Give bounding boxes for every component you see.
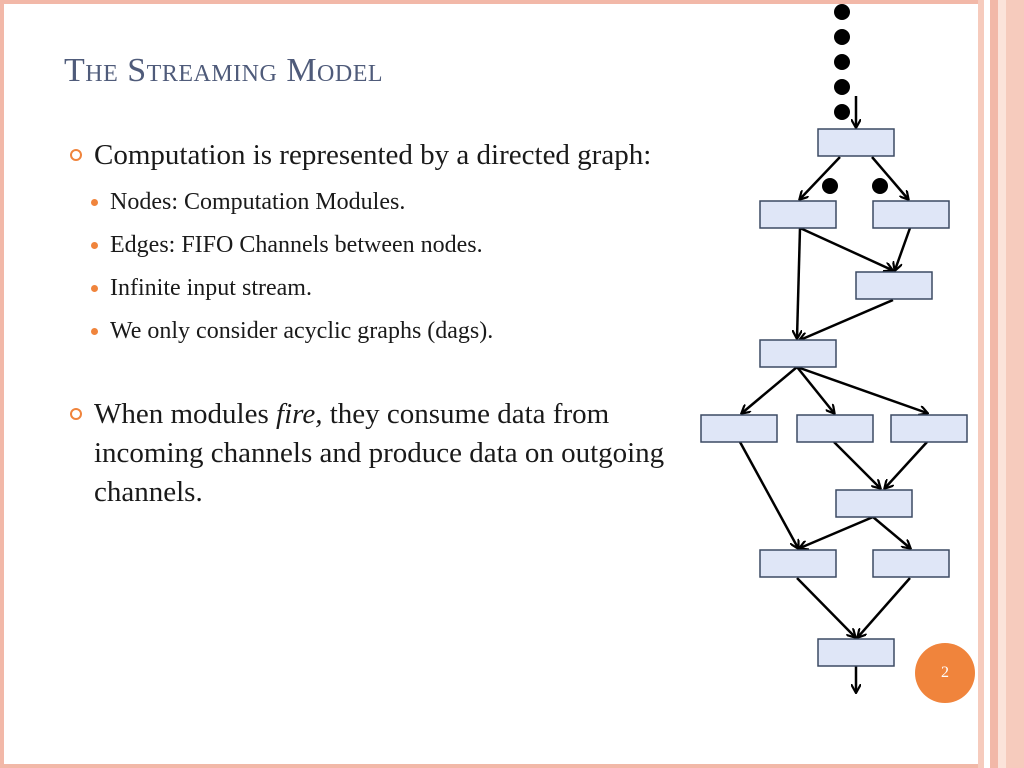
frame-top-border bbox=[0, 0, 1024, 4]
dot-bullet-icon bbox=[91, 285, 98, 292]
sub-bullet-list: Nodes: Computation Modules. Edges: FIFO … bbox=[70, 181, 690, 353]
sub-bullet-text: Infinite input stream. bbox=[110, 275, 312, 301]
edge bbox=[858, 577, 911, 637]
page-number-badge: 2 bbox=[915, 643, 975, 703]
graph-node bbox=[890, 414, 968, 443]
graph-nodes bbox=[700, 128, 968, 667]
bullet-text: Computation is represented by a directed… bbox=[94, 139, 652, 171]
frame-left-border bbox=[0, 0, 4, 768]
bullet-list: Computation is represented by a directed… bbox=[70, 136, 690, 512]
edge bbox=[895, 227, 912, 270]
edge bbox=[796, 366, 834, 413]
edge bbox=[800, 156, 841, 199]
right-stripe-2 bbox=[984, 0, 990, 768]
bullet-item: Computation is represented by a directed… bbox=[70, 136, 690, 175]
right-stripe-4 bbox=[998, 0, 1006, 768]
input-stream-dots bbox=[834, 4, 850, 120]
slide-title: The Streaming Model bbox=[64, 52, 384, 89]
graph-node bbox=[872, 200, 950, 229]
bullet-text-before: When modules bbox=[94, 398, 277, 430]
edge bbox=[800, 298, 894, 340]
graph-node bbox=[796, 414, 874, 443]
graph-node bbox=[759, 549, 837, 578]
graph-node bbox=[872, 549, 950, 578]
frame-bottom-border bbox=[0, 764, 1024, 768]
edge bbox=[742, 366, 798, 413]
right-stripe-1 bbox=[978, 0, 984, 768]
sub-bullet-item: Nodes: Computation Modules. bbox=[70, 181, 690, 224]
edge bbox=[885, 441, 928, 488]
sub-bullet-item: We only consider acyclic graphs (dags). bbox=[70, 310, 690, 353]
graph-node bbox=[835, 489, 913, 518]
dot-bullet-icon bbox=[91, 328, 98, 335]
graph-node bbox=[817, 128, 895, 157]
graph-node bbox=[855, 271, 933, 300]
dot-bullet-icon bbox=[91, 242, 98, 249]
graph-edges bbox=[738, 96, 928, 692]
graph-node bbox=[759, 200, 837, 229]
edge bbox=[799, 226, 892, 270]
edge bbox=[871, 156, 908, 199]
bullet-ring-icon bbox=[70, 149, 82, 161]
edge bbox=[738, 441, 798, 548]
edge-dots bbox=[822, 178, 888, 194]
right-stripe-3 bbox=[990, 0, 998, 768]
graph-node bbox=[817, 638, 895, 667]
edge bbox=[872, 516, 910, 548]
bullet-ring-icon bbox=[70, 408, 82, 420]
bullet-text-after: they consume data from incoming channels… bbox=[94, 398, 665, 508]
edge bbox=[800, 515, 874, 548]
edge bbox=[797, 227, 800, 338]
sub-bullet-item: Infinite input stream. bbox=[70, 267, 690, 310]
sub-bullet-text: Edges: FIFO Channels between nodes. bbox=[110, 232, 483, 258]
sub-bullet-text: Nodes: Computation Modules. bbox=[110, 189, 406, 215]
graph-node bbox=[759, 339, 837, 368]
right-stripe-5 bbox=[1006, 0, 1024, 768]
edge bbox=[796, 577, 855, 637]
sub-bullet-text: We only consider acyclic graphs (dags). bbox=[110, 318, 494, 344]
graph-node bbox=[700, 414, 778, 443]
bullet-text-emphasis: fire, bbox=[276, 398, 323, 430]
bullet-item: When modules fire, they consume data fro… bbox=[70, 395, 690, 512]
edge bbox=[796, 365, 927, 413]
sub-bullet-item: Edges: FIFO Channels between nodes. bbox=[70, 224, 690, 267]
edge bbox=[833, 441, 880, 488]
dot-bullet-icon bbox=[91, 199, 98, 206]
